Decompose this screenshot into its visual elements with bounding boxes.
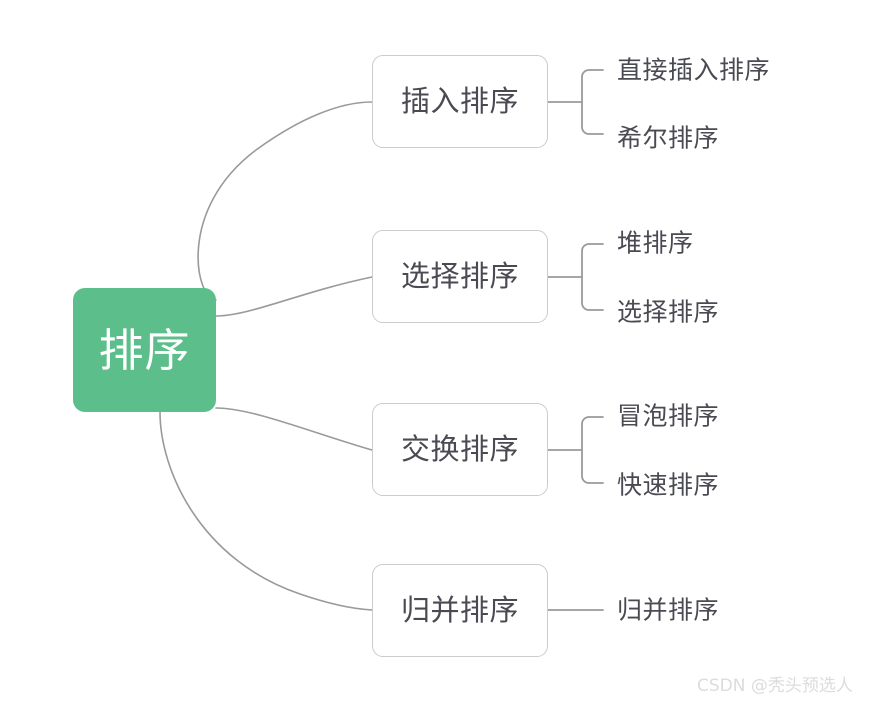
branch-node-merge-sort[interactable]: 归并排序	[372, 564, 548, 657]
watermark-text: CSDN @秃头预选人	[697, 676, 853, 696]
branch-node-label: 归并排序	[400, 593, 519, 627]
branch-node-label: 选择排序	[400, 259, 519, 293]
branch-node-insertion-sort[interactable]: 插入排序	[372, 55, 548, 148]
connector-branch-3-bracket	[581, 416, 604, 484]
connector-branch-1-bracket	[581, 69, 604, 135]
connector-root-to-branch-1	[197, 101, 373, 301]
branch-node-selection-sort[interactable]: 选择排序	[372, 230, 548, 323]
leaf-node-quick-sort[interactable]: 快速排序	[617, 470, 720, 500]
leaf-node-selection-sort[interactable]: 选择排序	[617, 297, 720, 327]
branch-node-label: 交换排序	[400, 432, 519, 466]
root-node[interactable]: 排序	[73, 288, 216, 412]
branch-node-label: 插入排序	[400, 84, 519, 118]
root-node-label: 排序	[98, 323, 191, 377]
leaf-node-heap-sort[interactable]: 堆排序	[617, 228, 694, 258]
branch-node-exchange-sort[interactable]: 交换排序	[372, 403, 548, 496]
connector-root-to-branch-4	[159, 411, 373, 611]
leaf-node-shell-sort[interactable]: 希尔排序	[617, 123, 720, 153]
connector-branch-2-bracket	[581, 243, 604, 311]
leaf-node-merge-sort[interactable]: 归并排序	[617, 595, 720, 625]
connector-root-to-branch-2	[215, 276, 373, 317]
leaf-node-bubble-sort[interactable]: 冒泡排序	[617, 401, 720, 431]
leaf-node-direct-insertion-sort[interactable]: 直接插入排序	[617, 55, 771, 85]
connector-root-to-branch-3	[215, 407, 373, 451]
